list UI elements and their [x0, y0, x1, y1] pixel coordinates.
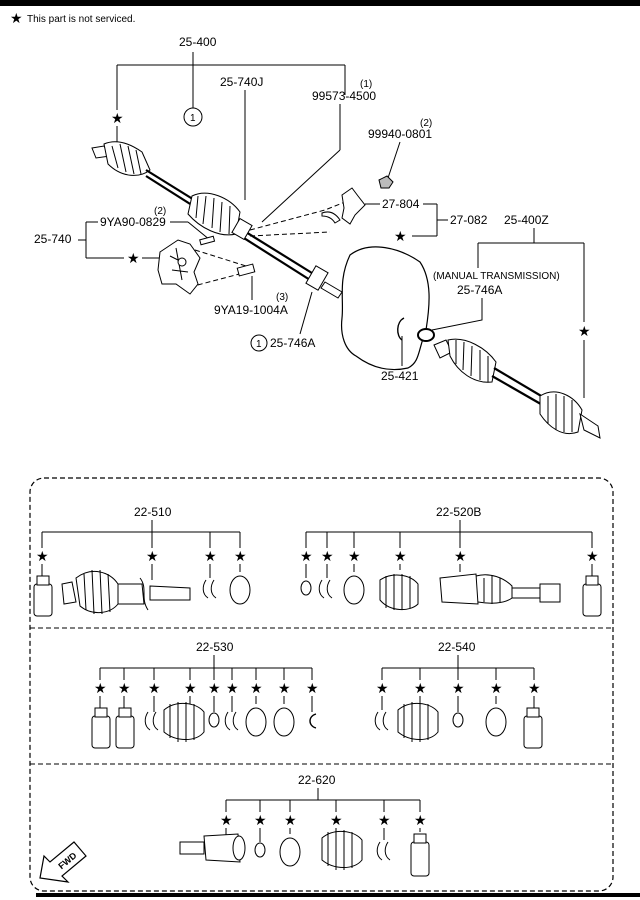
forward-arrow-icon: FWD: [39, 841, 87, 883]
left-drive-shaft: [91, 141, 343, 299]
bearing-support-part: [157, 239, 201, 295]
ring-reference-circle-2: [250, 334, 268, 352]
star-marker: ★: [394, 548, 407, 564]
callout-bolt-b-qty: (3): [276, 292, 288, 303]
callout-inner-joint: 25-740J: [220, 75, 263, 89]
star-marker: ★: [578, 323, 591, 339]
star-marker: ★: [204, 548, 217, 564]
kit-22-530-parts: [91, 702, 317, 749]
star-marker: ★: [414, 680, 427, 696]
star-marker: ★: [208, 680, 221, 696]
top-border: [0, 0, 640, 6]
star-marker: ★: [586, 548, 599, 564]
star-marker: ★: [127, 250, 140, 266]
star-marker: ★: [94, 680, 107, 696]
ring-reference-number: 1: [190, 113, 196, 124]
callout-bolt-top-qty: (1): [360, 79, 372, 90]
bottom-border: [36, 893, 640, 897]
callout-assembly-left: 25-400: [179, 35, 217, 49]
star-marker: ★: [184, 680, 197, 696]
star-marker: ★: [234, 548, 247, 564]
callout-bearing-support: 25-740: [34, 232, 72, 246]
kit-22-540-parts: [374, 702, 543, 749]
star-marker: ★: [146, 548, 159, 564]
callout-snap-ring: 25-421: [381, 369, 419, 383]
star-marker: ★: [454, 548, 467, 564]
callout-bolt-a: 9YA90-0829: [100, 215, 166, 229]
callout-bolt-top: 99573-4500: [312, 89, 376, 103]
right-drive-shaft: [417, 328, 601, 439]
star-marker: ★: [306, 680, 319, 696]
note-star-icon: ★: [10, 10, 23, 26]
kit-label-22-620: 22-620: [298, 773, 336, 787]
note-text: This part is not serviced.: [27, 14, 135, 25]
star-marker: ★: [376, 680, 389, 696]
star-marker: ★: [321, 548, 334, 564]
nut-part: [378, 175, 394, 189]
star-marker: ★: [414, 812, 427, 828]
star-marker: ★: [278, 680, 291, 696]
star-marker: ★: [378, 812, 391, 828]
transmission-case: [340, 246, 430, 371]
callout-bracket-upper: 27-804: [382, 197, 420, 211]
kit-22-520b-parts: [300, 573, 602, 617]
star-marker: ★: [36, 548, 49, 564]
snap-ring-part: [397, 317, 405, 341]
kit-panel-frame: [29, 477, 614, 892]
star-marker: ★: [300, 548, 313, 564]
callout-bracket-assy: 27-082: [450, 213, 488, 227]
star-marker: ★: [330, 812, 343, 828]
star-marker: ★: [452, 680, 465, 696]
callout-nut-qty: (2): [420, 118, 432, 129]
transmission-note: (MANUAL TRANSMISSION): [433, 271, 560, 282]
kit-label-22-540: 22-540: [438, 640, 476, 654]
bolt-a-part: [199, 235, 216, 246]
callout-seal-left: 25-746A: [270, 336, 315, 350]
star-marker: ★: [250, 680, 263, 696]
ring-reference-number-2: 1: [256, 339, 262, 350]
kit-label-22-510: 22-510: [134, 505, 172, 519]
kit-22-510-parts: [33, 569, 251, 617]
callout-bolt-a-qty: (2): [154, 206, 166, 217]
star-marker: ★: [118, 680, 131, 696]
star-marker: ★: [226, 680, 239, 696]
star-marker: ★: [111, 110, 124, 126]
star-marker: ★: [220, 812, 233, 828]
callout-bolt-b: 9YA19-1004A: [214, 303, 288, 317]
star-marker: ★: [348, 548, 361, 564]
star-marker: ★: [490, 680, 503, 696]
star-marker: ★: [254, 812, 267, 828]
kit-22-620-parts: [179, 830, 430, 877]
ring-reference-circle: [183, 107, 203, 127]
bolt-b-part: [236, 263, 256, 277]
kit-label-22-530: 22-530: [196, 640, 234, 654]
callout-seal-right: 25-746A: [457, 283, 502, 297]
star-marker: ★: [148, 680, 161, 696]
star-marker: ★: [528, 680, 541, 696]
star-marker: ★: [394, 228, 407, 244]
callout-nut: 99940-0801: [368, 127, 432, 141]
bracket-part: [341, 187, 366, 225]
kit-label-22-520b: 22-520B: [436, 505, 481, 519]
star-marker: ★: [284, 812, 297, 828]
callout-assembly-right: 25-400Z: [504, 213, 549, 227]
